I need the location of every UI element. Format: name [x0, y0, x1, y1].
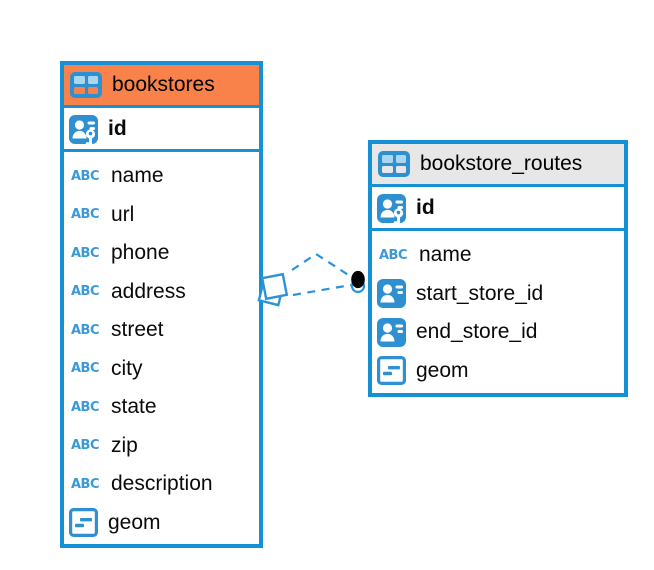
table-bookstores[interactable]: bookstores id ABC name ABC url ABC phone…: [60, 61, 263, 548]
relationship-line[interactable]: [291, 252, 354, 279]
text-type-icon: ABC: [70, 168, 100, 184]
table-bookstore-routes[interactable]: bookstore_routes id ABC name start_store…: [368, 140, 628, 397]
column-name: start_store_id: [416, 281, 544, 305]
column-name: geom: [416, 358, 469, 382]
column-name: end_store_id: [416, 320, 538, 344]
column-name: url: [111, 202, 135, 226]
column-name: state: [111, 395, 157, 419]
column-name: name: [419, 243, 472, 267]
text-type-icon: ABC: [70, 361, 100, 377]
column-name: phone: [111, 241, 170, 265]
text-type-icon: ABC: [378, 247, 408, 263]
column-name: description: [111, 472, 213, 496]
text-type-icon: ABC: [70, 438, 100, 454]
relationship-source-marker[interactable]: [257, 272, 289, 307]
column-name: street: [111, 318, 164, 342]
text-type-icon: ABC: [70, 322, 100, 338]
table-header[interactable]: bookstore_routes: [372, 144, 624, 187]
column-name: id: [108, 116, 127, 140]
table-header[interactable]: bookstores: [64, 65, 259, 108]
column-row[interactable]: geom: [64, 504, 259, 543]
table-title: bookstores: [112, 73, 215, 96]
column-name: id: [416, 195, 435, 219]
relationship-target-marker[interactable]: [350, 270, 366, 294]
column-row[interactable]: start_store_id: [372, 275, 624, 314]
column-name: name: [111, 164, 164, 188]
column-row[interactable]: ABC phone: [64, 234, 259, 273]
column-row[interactable]: ABC street: [64, 311, 259, 350]
text-type-icon: ABC: [70, 245, 100, 261]
geometry-type-icon: [69, 508, 98, 537]
table-icon: [70, 72, 102, 98]
primary-key-icon: [377, 194, 406, 227]
table-title: bookstore_routes: [420, 152, 583, 175]
column-row[interactable]: ABC address: [64, 273, 259, 312]
foreign-key-icon: [377, 279, 406, 308]
column-name: city: [111, 356, 143, 380]
geometry-type-icon: [377, 356, 406, 385]
text-type-icon: ABC: [70, 476, 100, 492]
column-row-id[interactable]: id: [64, 108, 259, 152]
column-name: address: [111, 279, 186, 303]
column-row[interactable]: ABC description: [64, 465, 259, 504]
text-type-icon: ABC: [70, 399, 100, 415]
column-list: ABC name start_store_id end_store_id geo…: [372, 231, 624, 392]
column-row-id[interactable]: id: [372, 187, 624, 231]
column-row[interactable]: end_store_id: [372, 313, 624, 352]
text-type-icon: ABC: [70, 284, 100, 300]
foreign-key-icon: [377, 318, 406, 347]
relationship-line[interactable]: [292, 283, 352, 297]
column-row[interactable]: ABC state: [64, 388, 259, 427]
column-row[interactable]: ABC city: [64, 350, 259, 389]
column-list: ABC name ABC url ABC phone ABC address A…: [64, 152, 259, 544]
column-row[interactable]: ABC url: [64, 196, 259, 235]
column-row[interactable]: ABC name: [64, 157, 259, 196]
column-row[interactable]: ABC name: [372, 236, 624, 275]
column-row[interactable]: ABC zip: [64, 427, 259, 466]
column-name: geom: [108, 510, 161, 534]
column-row[interactable]: geom: [372, 352, 624, 391]
primary-key-icon: [69, 115, 98, 148]
table-icon: [378, 151, 410, 177]
text-type-icon: ABC: [70, 207, 100, 223]
column-name: zip: [111, 433, 138, 457]
